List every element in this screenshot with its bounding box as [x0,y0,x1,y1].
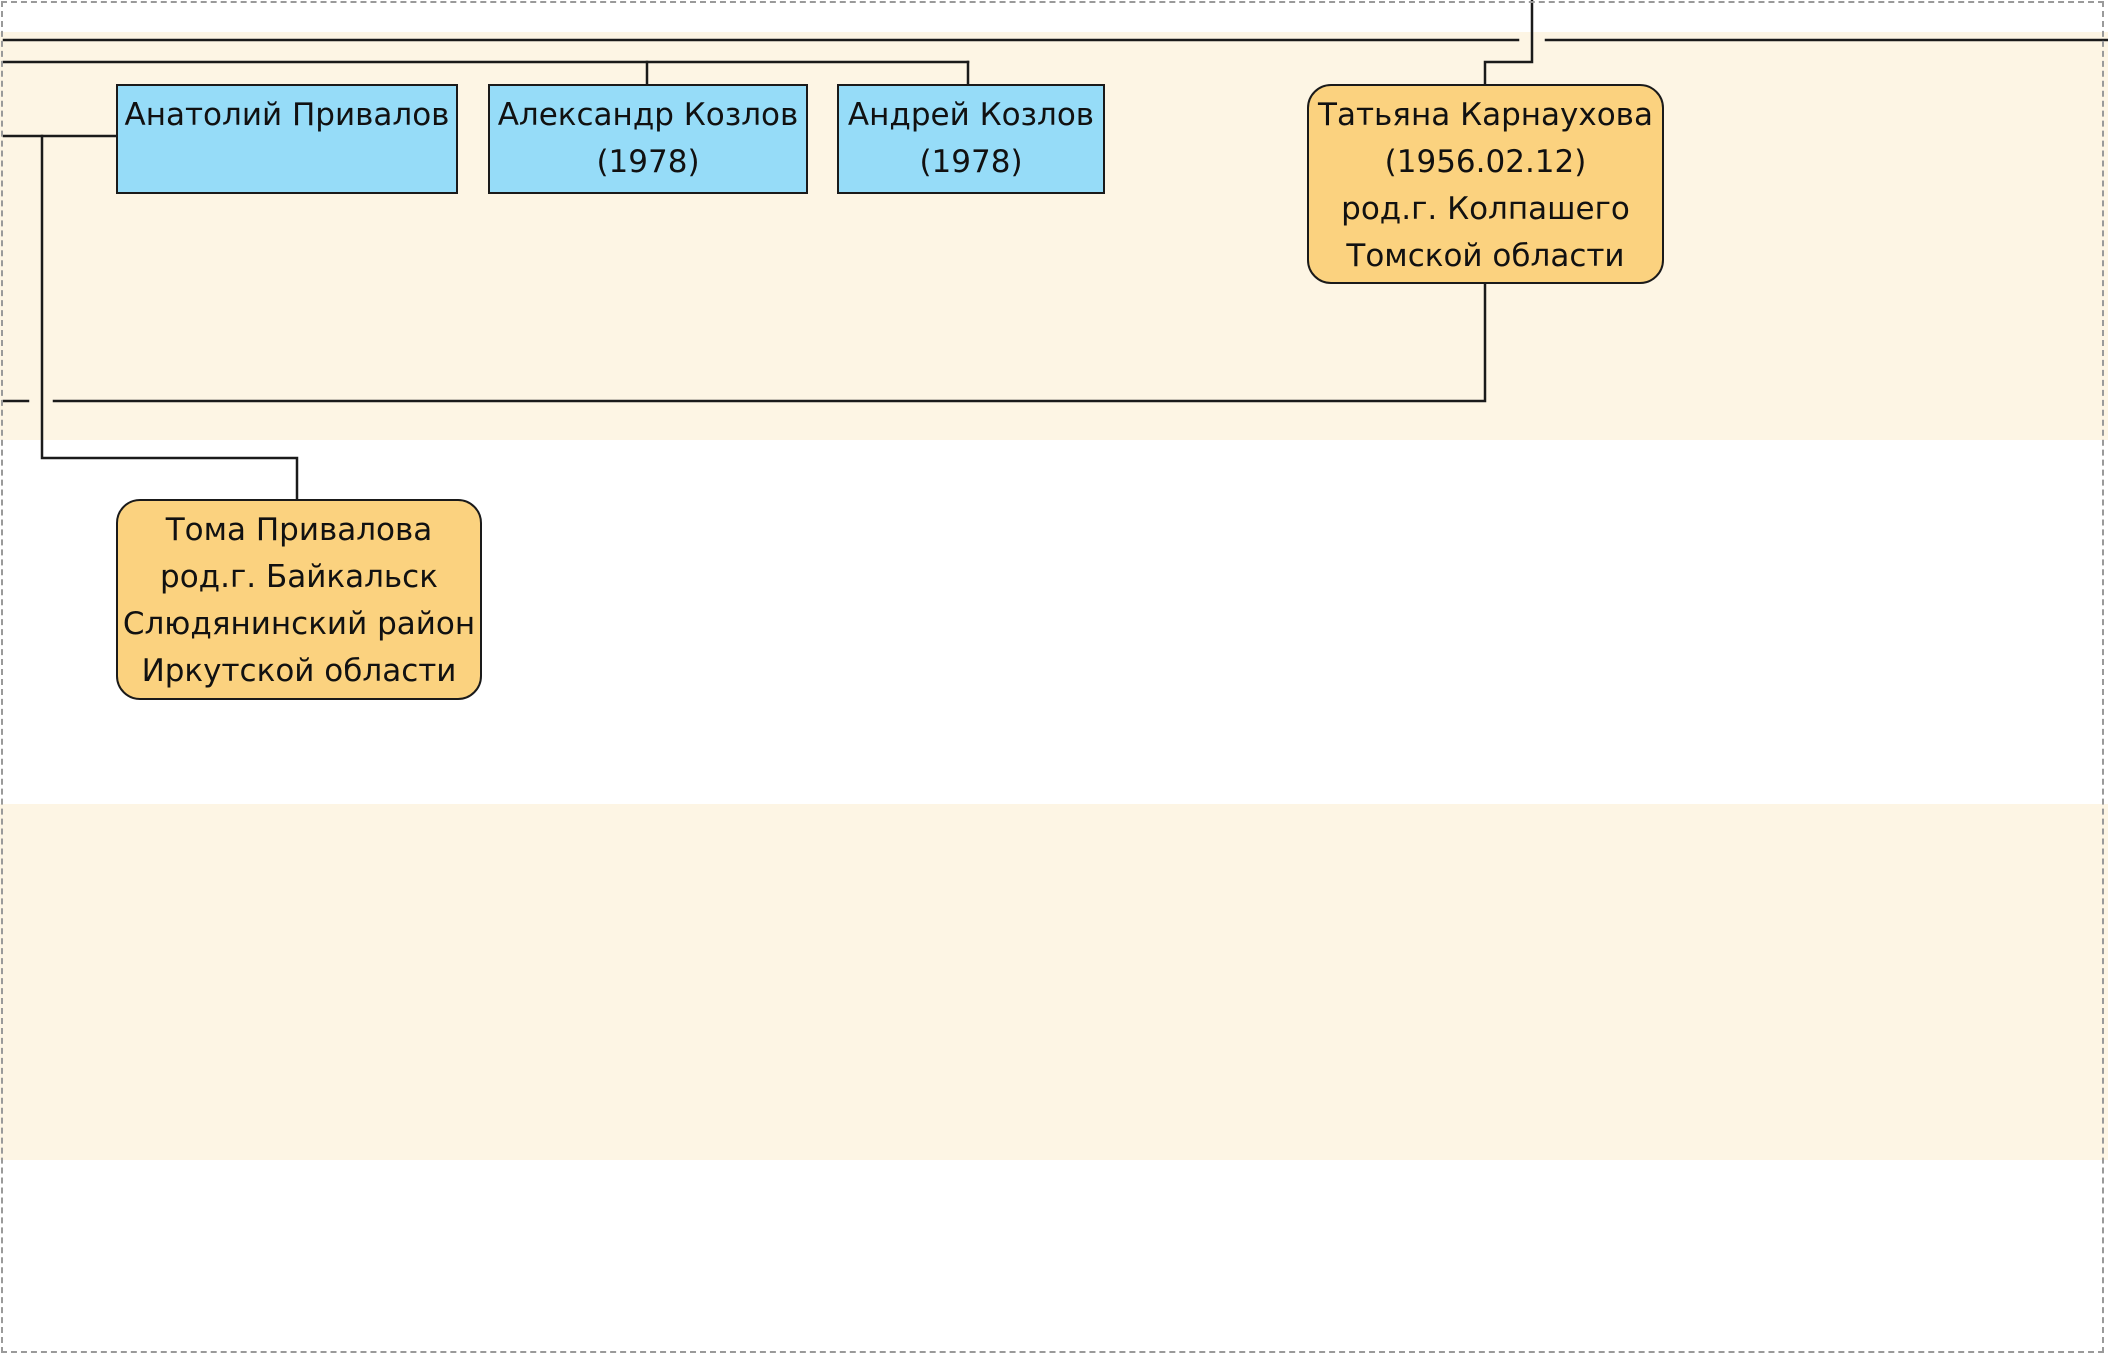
person-card-andrey-kozlov[interactable]: Андрей Козлов (1978) [837,84,1105,194]
person-card-alexander-kozlov[interactable]: Александр Козлов (1978) [488,84,808,194]
generation-band [0,804,2108,1160]
person-birth-year: (1978) [919,144,1023,180]
person-card-anatoly-privalov[interactable]: Анатолий Привалов [116,84,458,194]
person-birthplace: род.г. Байкальск [160,559,438,595]
person-birth-date: (1956.02.12) [1384,144,1587,180]
person-birthplace-region: Томской области [1346,238,1625,274]
person-birthplace-district: Слюдянинский район [122,606,476,642]
person-name: Анатолий Привалов [124,97,450,133]
person-birthplace-region: Иркутской области [141,653,457,689]
connector-line [40,134,299,501]
person-name: Татьяна Карнаухова [1318,97,1653,133]
connector-line [52,282,1487,403]
person-card-toma-privalova[interactable]: Тома Привалова род.г. Байкальск Слюдянин… [116,499,482,700]
person-name: Александр Козлов [497,97,799,133]
person-name: Андрей Козлов [847,97,1095,133]
person-name: Тома Привалова [165,512,433,548]
connector-line [1483,0,1534,86]
person-birth-year: (1978) [596,144,700,180]
person-card-tatiana-karnaukhova[interactable]: Татьяна Карнаухова (1956.02.12) род.г. К… [1307,84,1664,284]
person-birthplace: род.г. Колпашего [1341,191,1630,227]
